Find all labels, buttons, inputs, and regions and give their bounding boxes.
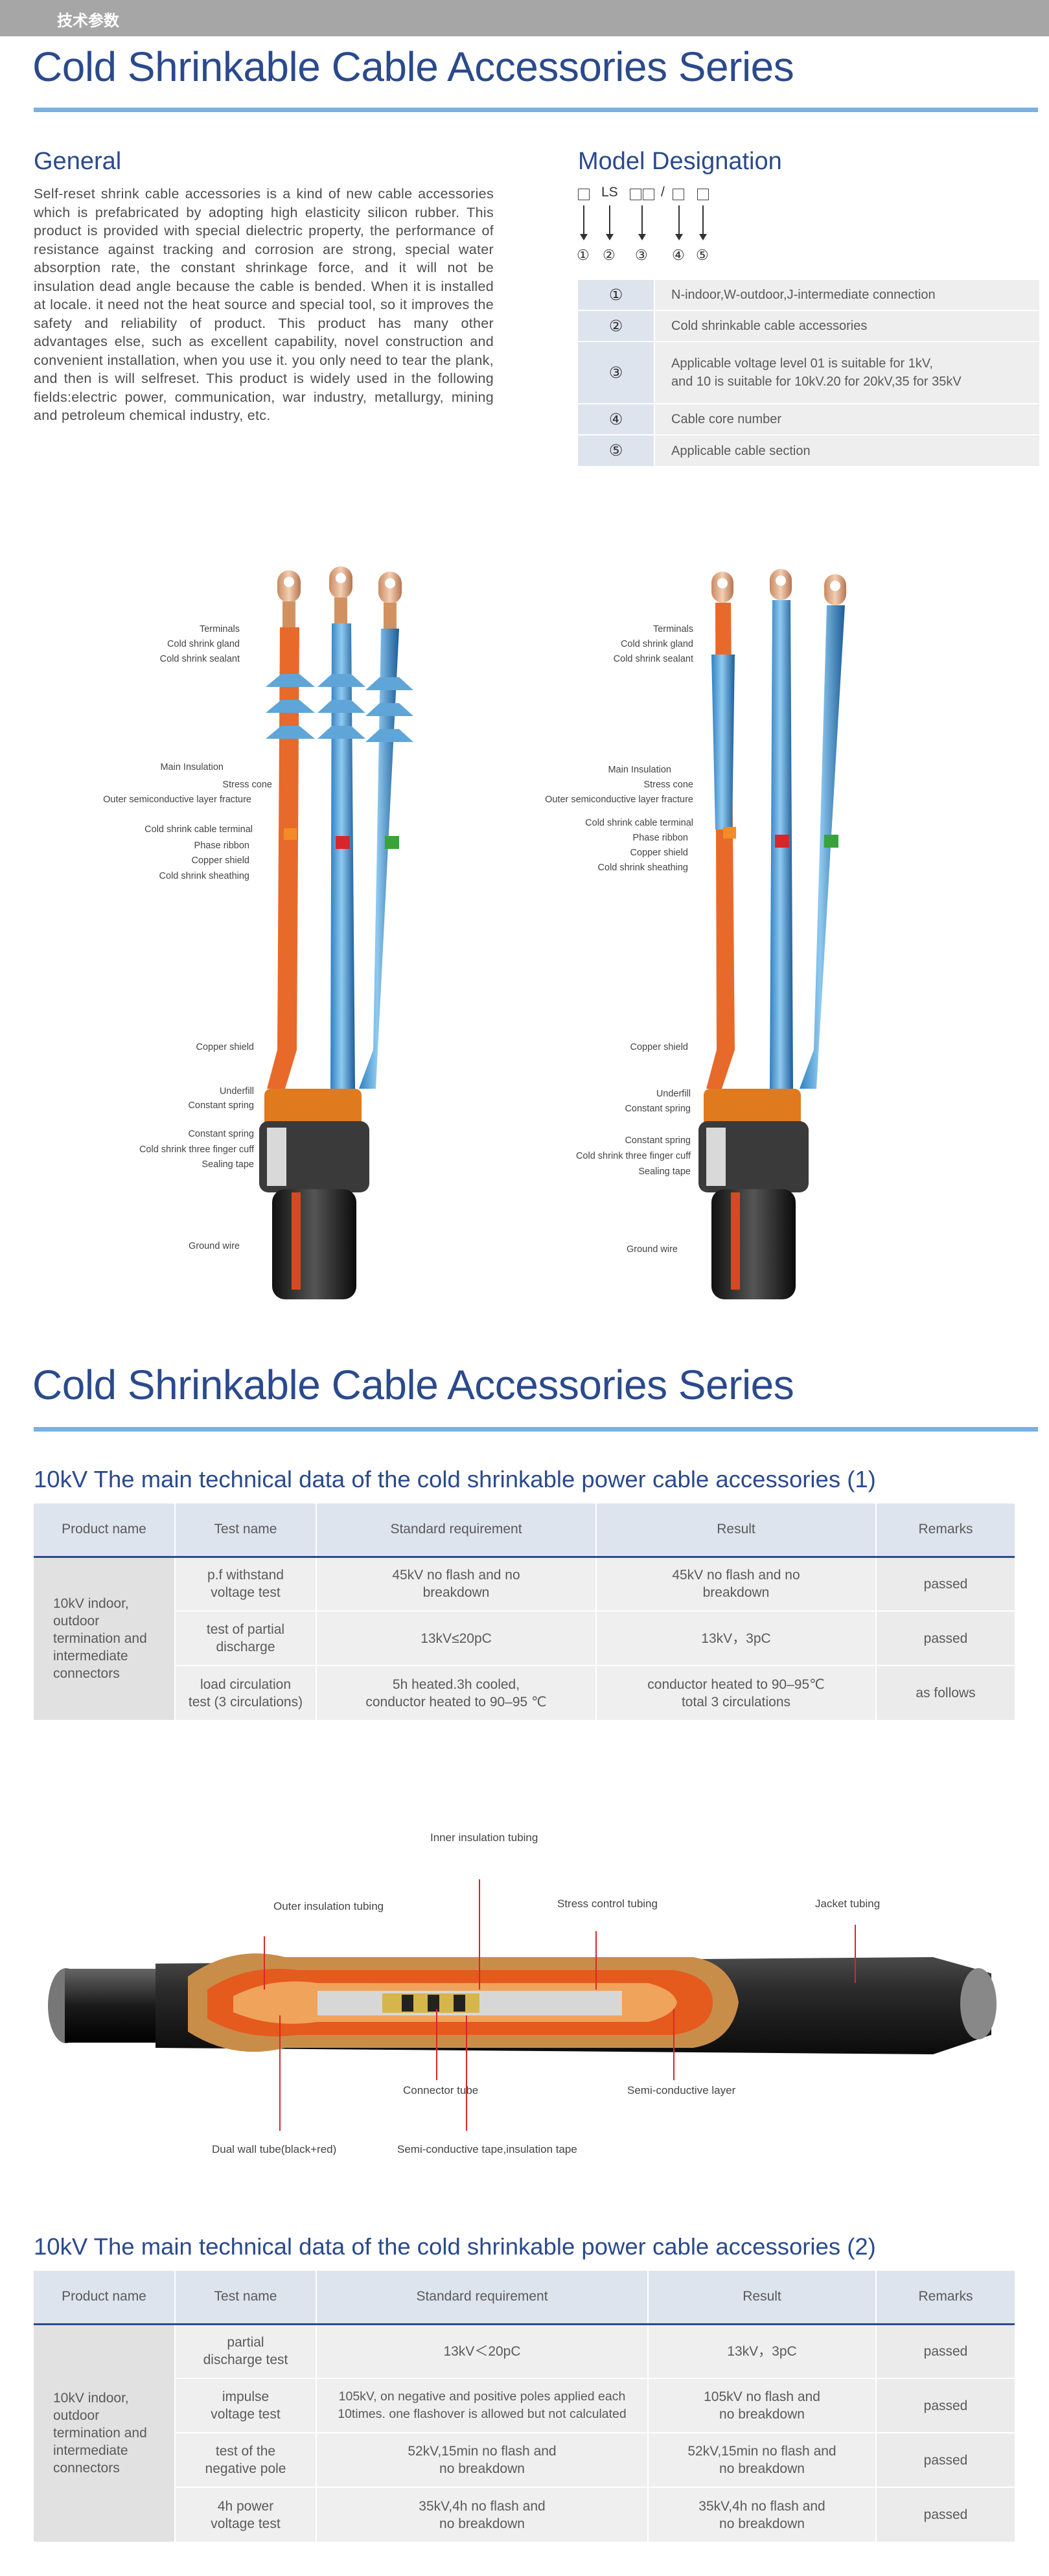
intermediate-joint-illustration <box>39 1866 1011 2152</box>
indoor-termination-illustration <box>97 557 434 1303</box>
callout: Constant spring <box>188 1100 254 1111</box>
callout: Cold shrink sealant <box>159 654 240 664</box>
callout: Main Insulation <box>608 765 671 775</box>
callout: Cold shrink three finger cuff <box>139 1144 254 1155</box>
page-title: Cold Shrinkable Cable Accessories Series <box>32 43 794 90</box>
code-box <box>673 189 684 200</box>
callout: Stress cone <box>222 780 272 790</box>
top-bar: 技术参数 <box>0 0 1049 36</box>
table-row: 10kV indoor, outdoor termination and int… <box>34 1556 1015 1720</box>
callout: Underfill <box>219 1086 254 1097</box>
outdoor-termination-illustration <box>596 557 933 1303</box>
callout: Cold shrink sealant <box>613 654 693 664</box>
technical-data-table-1: Product name Test name Standard requirem… <box>34 1503 1015 1720</box>
callout: Copper shield <box>191 855 249 866</box>
code-number: ⑤ <box>696 247 709 263</box>
table-row: ⑤ Applicable cable section <box>578 434 1039 466</box>
callout: Underfill <box>656 1089 691 1099</box>
callout: Inner insulation tubing <box>430 1831 538 1844</box>
table-header-row: Product name Test name Standard requirem… <box>34 1503 1015 1558</box>
callout: Stress cone <box>643 780 693 790</box>
model-designation-heading: Model Designation <box>578 148 782 175</box>
code-slash: / <box>661 185 665 200</box>
callout: Outer semiconductive layer fracture <box>545 795 693 805</box>
title-rule <box>34 1427 1038 1432</box>
product-name-cell: 10kV indoor, outdoor termination and int… <box>34 1556 175 1720</box>
code-number: ③ <box>635 247 648 263</box>
callout: Ground wire <box>627 1244 678 1255</box>
technical-data-table-2: Product name Test name Standard requirem… <box>34 2271 1015 2542</box>
product-name-cell: 10kV indoor, outdoor termination and int… <box>34 2323 175 2542</box>
callout: Cold shrink sheathing <box>597 863 688 873</box>
callout: Ground wire <box>189 1241 240 1251</box>
callout: Dual wall tube(black+red) <box>212 2143 337 2155</box>
top-bar-label: 技术参数 <box>57 12 119 30</box>
callout: Semi-conductive tape,insulation tape <box>397 2143 577 2155</box>
callout: Copper shield <box>630 848 688 858</box>
callout: Cold shrink cable terminal <box>585 818 693 828</box>
callout: Copper shield <box>630 1042 688 1052</box>
table-row: ② Cold shrinkable cable accessories <box>578 310 1039 342</box>
callout: Phase ribbon <box>194 841 249 851</box>
callout: Connector tube <box>403 2084 479 2096</box>
callout: Jacket tubing <box>815 1897 881 1910</box>
callout: Cold shrink sheathing <box>159 871 249 881</box>
table1-title: 10kV The main technical data of the cold… <box>34 1466 876 1492</box>
callout: Cold shrink gland <box>620 639 693 649</box>
terminal-lugs <box>277 566 402 629</box>
callout: Sealing tape <box>638 1166 691 1177</box>
model-designation-table: ① N-indoor,W-outdoor,J-intermediate conn… <box>578 279 1039 466</box>
callout: Terminals <box>199 624 240 634</box>
leader-lines <box>264 1879 856 2131</box>
table-row: ① N-indoor,W-outdoor,J-intermediate conn… <box>578 279 1039 310</box>
callout: Main Insulation <box>160 762 224 772</box>
callout: Constant spring <box>625 1135 691 1146</box>
general-text: Self-reset shrink cable accessories is a… <box>34 186 494 423</box>
callout: Semi-conductive layer <box>627 2084 736 2096</box>
callout: Cold shrink cable terminal <box>144 824 253 835</box>
code-box <box>697 189 709 200</box>
callout: Constant spring <box>188 1129 254 1139</box>
callout: Stress control tubing <box>557 1897 658 1910</box>
section-title: Cold Shrinkable Cable Accessories Series <box>32 1362 794 1408</box>
table2-title: 10kV The main technical data of the cold… <box>34 2233 876 2260</box>
table-row: ④ Cable core number <box>578 403 1039 435</box>
table-row: 10kV indoor, outdoor termination and int… <box>34 2323 1015 2542</box>
callout: Constant spring <box>625 1104 691 1114</box>
callout: Copper shield <box>196 1042 254 1052</box>
callout: Cold shrink three finger cuff <box>575 1151 691 1161</box>
callout: Phase ribbon <box>632 833 688 843</box>
code-box <box>643 189 654 200</box>
rain-sheds <box>266 674 413 742</box>
code-number: ④ <box>672 247 685 263</box>
model-code-diagram: LS / ① ② ③ ④ ⑤ <box>577 185 733 275</box>
table-header-row: Product name Test name Standard requirem… <box>34 2271 1015 2325</box>
code-ls: LS <box>601 185 618 200</box>
callout: Sealing tape <box>202 1159 254 1170</box>
callout: Outer insulation tubing <box>273 1900 384 1912</box>
code-number: ② <box>603 247 616 263</box>
code-box <box>578 189 590 200</box>
title-rule <box>34 108 1038 112</box>
table-row: ③ Applicable voltage level 01 is suitabl… <box>578 341 1039 404</box>
code-number: ① <box>577 247 590 263</box>
callout: Outer semiconductive layer fracture <box>103 795 251 805</box>
general-heading: General <box>34 148 122 175</box>
code-box <box>630 189 641 200</box>
callout: Cold shrink gland <box>167 639 240 649</box>
callout: Terminals <box>652 624 693 634</box>
